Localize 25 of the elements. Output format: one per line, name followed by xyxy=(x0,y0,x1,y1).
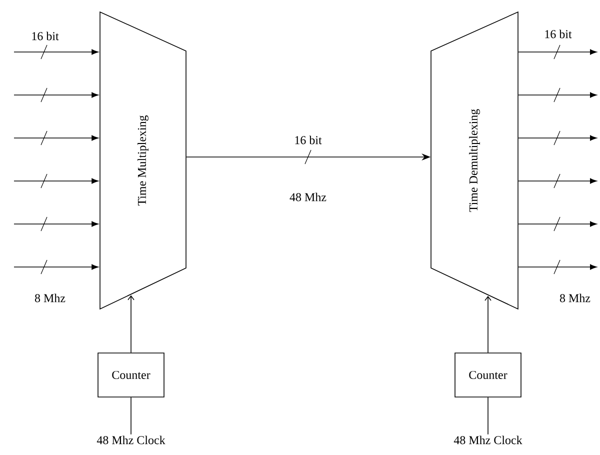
input-label: 48 Mhz Clock xyxy=(454,436,522,444)
signal-label: 16 bit xyxy=(545,30,572,38)
signal-label: 48 Mhz xyxy=(290,192,326,202)
arrow xyxy=(14,264,98,270)
signal-label: 16 bit xyxy=(32,32,59,40)
arrow xyxy=(518,264,597,270)
arrow xyxy=(518,178,597,184)
signal-label: 8 Mhz xyxy=(560,294,590,302)
arrow xyxy=(518,221,597,227)
arrow xyxy=(14,178,98,184)
counter-box: Counter xyxy=(454,352,522,398)
edge-label: 16 bit xyxy=(295,136,322,144)
arrow xyxy=(14,92,98,98)
arrow xyxy=(128,295,134,353)
trapezoid-block: Time Demultiplexing xyxy=(430,11,518,310)
arrow xyxy=(518,92,597,98)
input-label: 48 Mhz Clock xyxy=(96,436,166,444)
arrow xyxy=(14,221,98,227)
arrow xyxy=(14,49,98,55)
arrow xyxy=(518,135,597,141)
arrow xyxy=(518,49,597,55)
counter-box: Counter xyxy=(98,352,164,398)
arrow xyxy=(484,296,492,353)
arrow xyxy=(14,135,98,141)
signal-label: 8 Mhz xyxy=(34,294,66,302)
